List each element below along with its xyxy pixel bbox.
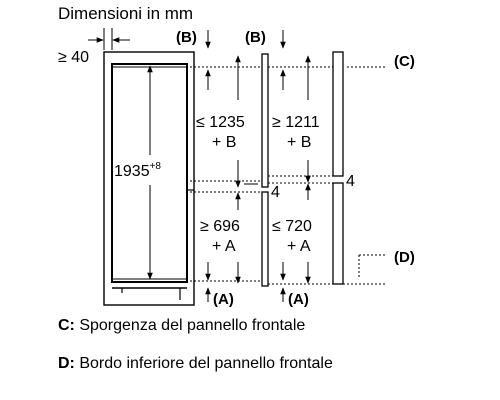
gap-mid-left-label: 4 xyxy=(271,184,280,201)
svg-text:1935+8: 1935+8 xyxy=(114,161,161,180)
legend-c: C: Sporgenza del pannello frontale xyxy=(58,317,305,335)
lower-left-value: ≥ 696 xyxy=(200,218,240,235)
total-height-dimension: 1935+8 xyxy=(114,65,161,280)
left-door-panel xyxy=(261,53,269,287)
legend-c-key: C: xyxy=(58,317,75,334)
total-height-label: 1935 xyxy=(114,163,150,180)
legend-c-text: Sporgenza del pannello frontale xyxy=(74,317,306,334)
d-marker-label: (D) xyxy=(394,249,415,266)
lower-left-dimension: ≥ 696 + A xyxy=(200,192,241,284)
upper-right-value: ≥ 1211 xyxy=(272,114,320,131)
gap-mid-right-label: 4 xyxy=(346,173,355,190)
lower-right-dimension: ≤ 720 + A xyxy=(272,183,312,284)
upper-left-dimension: ≤ 1235 + B xyxy=(196,55,245,188)
legend-d-text: Bordo inferiore del pannello frontale xyxy=(74,355,333,372)
lower-left-suffix: + A xyxy=(212,238,236,255)
b-right-label: (B) xyxy=(245,29,266,46)
appliance-body xyxy=(111,63,188,283)
reference-lines xyxy=(190,66,386,285)
b-markers: (B) (B) xyxy=(176,29,286,49)
lower-right-suffix: + A xyxy=(287,238,311,255)
appliance-side-view xyxy=(103,51,195,306)
gap-top-label: ≥ 40 xyxy=(58,49,89,66)
legend-d: D: Bordo inferiore del pannello frontale xyxy=(58,355,333,373)
c-marker-label: (C) xyxy=(394,53,415,70)
middle-gap-dimensions: 4 4 xyxy=(244,173,355,201)
a-markers: (A) (A) xyxy=(205,287,309,308)
upper-left-suffix: + B xyxy=(212,134,236,151)
b-left-label: (B) xyxy=(176,29,197,46)
a-left-label: (A) xyxy=(213,291,234,308)
cabinet-outline xyxy=(103,51,195,306)
right-door-panel xyxy=(332,51,344,285)
upper-left-value: ≤ 1235 xyxy=(196,114,245,131)
gap-top-dimension: ≥ 40 xyxy=(58,28,130,66)
c-d-markers: (C) (D) xyxy=(358,53,415,279)
upper-right-dimension: ≥ 1211 + B xyxy=(272,55,320,183)
total-height-tolerance: +8 xyxy=(150,161,162,172)
legend-d-key: D: xyxy=(58,355,75,372)
page-title: Dimensioni in mm xyxy=(58,4,194,23)
a-right-label: (A) xyxy=(288,291,309,308)
lower-right-value: ≤ 720 xyxy=(272,218,312,235)
upper-right-suffix: + B xyxy=(287,134,311,151)
